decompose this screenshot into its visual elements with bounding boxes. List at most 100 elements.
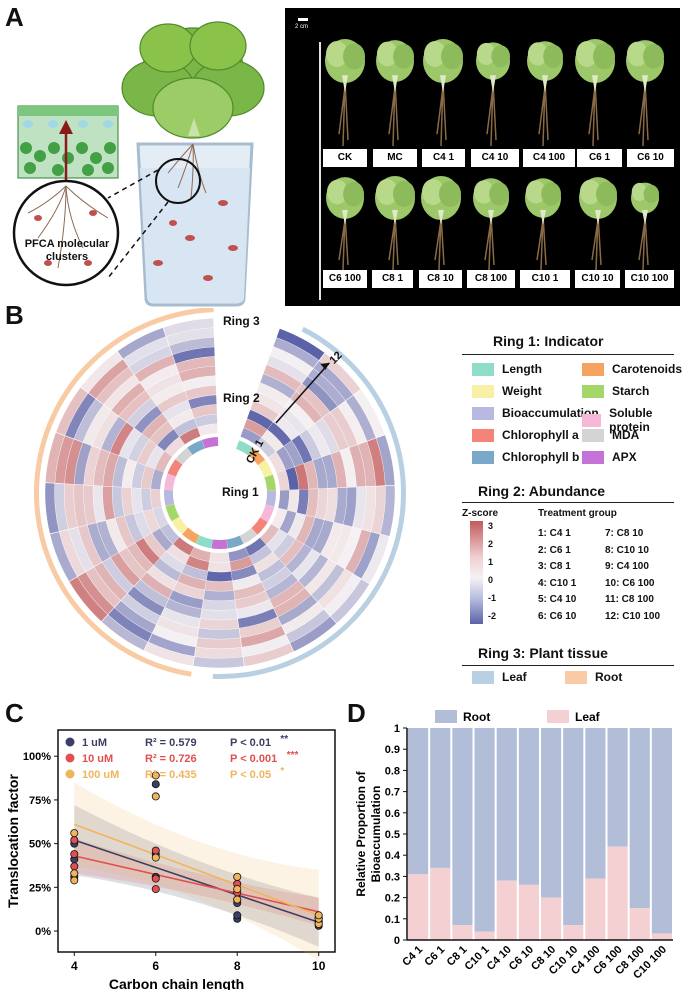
- heat-cell: [315, 488, 328, 520]
- lettuce-plant: [631, 182, 659, 271]
- tissue-leaf-swatch: [472, 670, 494, 684]
- bar-leaf: [430, 867, 451, 940]
- heat-cell: [328, 524, 353, 564]
- heat-cell: [276, 470, 290, 491]
- heat-cell: [83, 404, 111, 446]
- heat-cell: [250, 400, 279, 422]
- heat-cell: [256, 382, 290, 407]
- indicator-cell: [211, 539, 228, 549]
- heat-cell: [188, 395, 217, 409]
- heat-cell: [64, 484, 78, 530]
- heat-cell: [191, 404, 217, 419]
- treatment-group: 12: C10 100: [605, 610, 661, 622]
- heat-cell: [292, 549, 321, 581]
- treatment-group: 7: C8 10: [605, 528, 644, 539]
- zscore-tick: 1: [488, 557, 494, 567]
- heat-cell: [338, 401, 367, 445]
- indicator-label: Length: [502, 362, 542, 376]
- bar-leaf: [629, 908, 650, 940]
- heat-cell: [353, 532, 380, 579]
- heat-cell: [202, 599, 237, 611]
- indicator-label: Soluble protein: [609, 406, 653, 434]
- legend-label: 1 uM: [82, 737, 107, 749]
- treatment-group: 4: C10 1: [538, 577, 577, 589]
- arrow-head: [320, 362, 330, 370]
- y-tick-label: 0.6: [385, 808, 400, 820]
- legend-stars: ***: [287, 750, 299, 761]
- heat-cell: [68, 527, 94, 572]
- heat-cell: [124, 513, 144, 543]
- photo-label-row1: CK: [323, 149, 367, 167]
- heat-cell: [145, 373, 182, 398]
- heat-cell: [121, 593, 161, 625]
- indicator-legend-item: Chlorophyll b: [472, 450, 579, 464]
- treatment-group: 1: C4 1: [538, 528, 571, 539]
- heat-cell: [273, 587, 311, 617]
- legend-label: 10 uM: [82, 753, 113, 765]
- heat-cell: [314, 418, 340, 454]
- data-point: [314, 911, 323, 920]
- indicator-legend-item: Bioaccumulation: [472, 406, 599, 420]
- legend-r2: R² = 0.726: [145, 753, 197, 765]
- x-tick-label: 10: [312, 959, 326, 973]
- heat-cell: [197, 628, 241, 639]
- heat-cell: [330, 406, 358, 448]
- heat-cell: [237, 608, 278, 629]
- zscore-tick: 0: [488, 575, 494, 585]
- direction-arrow: [275, 362, 330, 424]
- indicator-legend-item: Weight: [472, 384, 542, 398]
- heat-cell: [269, 580, 305, 608]
- indicator-cell: [239, 528, 258, 544]
- heat-cell: [283, 440, 304, 467]
- heat-cell: [74, 484, 87, 527]
- heat-cell: [302, 376, 338, 412]
- photo-label-row2: C10 100: [625, 270, 674, 288]
- bar-root: [629, 728, 650, 909]
- heat-cell: [152, 624, 198, 647]
- indicator-legend-item: Chlorophyll a: [472, 428, 579, 442]
- legend-swatch: [435, 710, 457, 723]
- heat-cell: [179, 427, 201, 445]
- heat-cell: [74, 399, 104, 442]
- plant-row-1: [325, 39, 664, 147]
- heat-cell: [287, 489, 299, 513]
- heat-cell: [229, 556, 254, 572]
- heat-cell: [380, 485, 395, 537]
- lettuce-plant: [626, 40, 664, 147]
- heat-cell: [92, 410, 119, 449]
- bar-leaf: [541, 897, 562, 940]
- photo-label-row2: C8 10: [419, 270, 462, 288]
- heat-cell: [272, 534, 296, 559]
- tissue-root-swatch: [565, 670, 587, 684]
- indicator-swatch: [582, 362, 604, 376]
- heat-cell: [88, 359, 129, 399]
- heat-cell: [261, 566, 292, 591]
- legend1-rule: [462, 354, 674, 355]
- indicator-cell: [265, 490, 277, 507]
- bar-root: [430, 728, 451, 868]
- heat-cell: [45, 483, 59, 534]
- heat-cell: [253, 391, 285, 415]
- data-point: [233, 911, 242, 920]
- bar-root: [541, 728, 562, 898]
- data-point: [70, 862, 79, 871]
- heat-cell: [151, 382, 185, 406]
- scale-bar-label: 2 cm: [295, 24, 309, 30]
- lettuce-plant: [326, 177, 364, 271]
- heat-cell: [260, 524, 280, 545]
- heat-cell: [304, 517, 325, 549]
- heat-cell: [290, 616, 337, 652]
- heat-cell: [56, 387, 88, 436]
- heat-cell: [93, 449, 110, 486]
- heat-cell: [150, 489, 162, 510]
- bar-leaf: [563, 925, 584, 940]
- heat-cell: [112, 486, 125, 518]
- heat-cell: [162, 400, 191, 421]
- y-axis-label: Bioaccumulation: [369, 786, 383, 883]
- heat-cell: [253, 552, 279, 574]
- heat-cell: [160, 551, 186, 573]
- heat-cell: [265, 573, 298, 600]
- heat-cell: [243, 418, 268, 438]
- heat-cell: [312, 457, 328, 489]
- heat-cell: [242, 634, 290, 657]
